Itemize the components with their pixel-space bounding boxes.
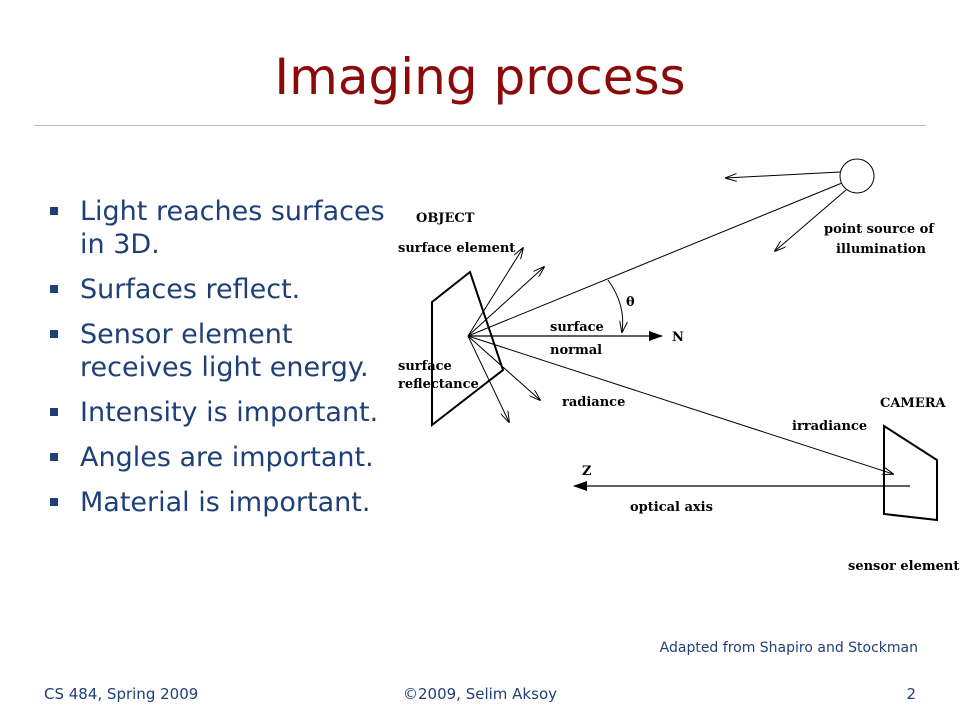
reflected-ray — [467, 248, 523, 337]
title-divider — [34, 125, 926, 126]
n-label: N — [672, 330, 684, 345]
bullet-text: Angles are important. — [80, 442, 374, 473]
square-bullet-icon — [50, 207, 58, 215]
bullet-item: Angles are important. — [50, 441, 410, 474]
sensor-element-shape — [883, 424, 938, 522]
point-source-icon — [839, 158, 875, 194]
point-source-label-2: illumination — [836, 242, 926, 257]
square-bullet-icon — [50, 330, 58, 338]
square-bullet-icon — [50, 498, 58, 506]
footer-page-number: 2 — [906, 685, 916, 703]
bullet-text: Material is important. — [80, 487, 371, 518]
theta-arc — [607, 279, 623, 332]
optical-axis-label: optical axis — [630, 500, 713, 515]
bullet-item: Sensor element receives light energy. — [50, 318, 410, 384]
surface-normal-label-2: normal — [550, 343, 602, 358]
bullet-item: Intensity is important. — [50, 396, 410, 429]
source-ray-down — [775, 189, 847, 251]
irradiance-label: irradiance — [792, 419, 867, 434]
theta-label: θ — [626, 295, 635, 310]
imaging-diagram: OBJECT surface element surface reflectan… — [398, 158, 959, 574]
surface-reflectance-label-1: surface — [398, 359, 452, 374]
reflected-ray — [467, 335, 540, 400]
surface-element-shape — [431, 270, 505, 428]
radiance-label: radiance — [562, 395, 625, 410]
slide-title: Imaging process — [274, 48, 686, 106]
reflected-ray — [467, 335, 509, 422]
square-bullet-icon — [50, 408, 58, 416]
z-label: Z — [582, 464, 592, 479]
bullet-list: Light reaches surfaces in 3D. Surfaces r… — [50, 195, 410, 531]
radiance-ray — [467, 335, 893, 474]
footer-course: CS 484, Spring 2009 — [44, 685, 199, 703]
footer-copyright: ©2009, Selim Aksoy — [403, 685, 557, 703]
bullet-text: Intensity is important. — [80, 397, 379, 428]
object-label: OBJECT — [416, 211, 475, 226]
surface-normal-label-1: surface — [550, 320, 604, 335]
image-credit: Adapted from Shapiro and Stockman — [659, 640, 918, 656]
point-source-label-1: point source of — [824, 222, 935, 237]
bullet-text: Sensor element receives light energy. — [80, 319, 369, 383]
bullet-item: Surfaces reflect. — [50, 273, 410, 306]
square-bullet-icon — [50, 453, 58, 461]
bullet-text: Surfaces reflect. — [80, 274, 301, 305]
surface-reflectance-label-2: reflectance — [398, 377, 479, 392]
bullet-item: Material is important. — [50, 486, 410, 519]
incident-ray — [467, 182, 843, 337]
bullet-text: Light reaches surfaces in 3D. — [80, 196, 385, 260]
reflected-ray — [467, 267, 544, 337]
sensor-element-label: sensor element — [848, 559, 959, 574]
source-ray-left — [726, 171, 841, 178]
camera-label: CAMERA — [880, 396, 947, 411]
square-bullet-icon — [50, 285, 58, 293]
bullet-item: Light reaches surfaces in 3D. — [50, 195, 410, 261]
surface-element-label: surface element — [398, 241, 515, 256]
